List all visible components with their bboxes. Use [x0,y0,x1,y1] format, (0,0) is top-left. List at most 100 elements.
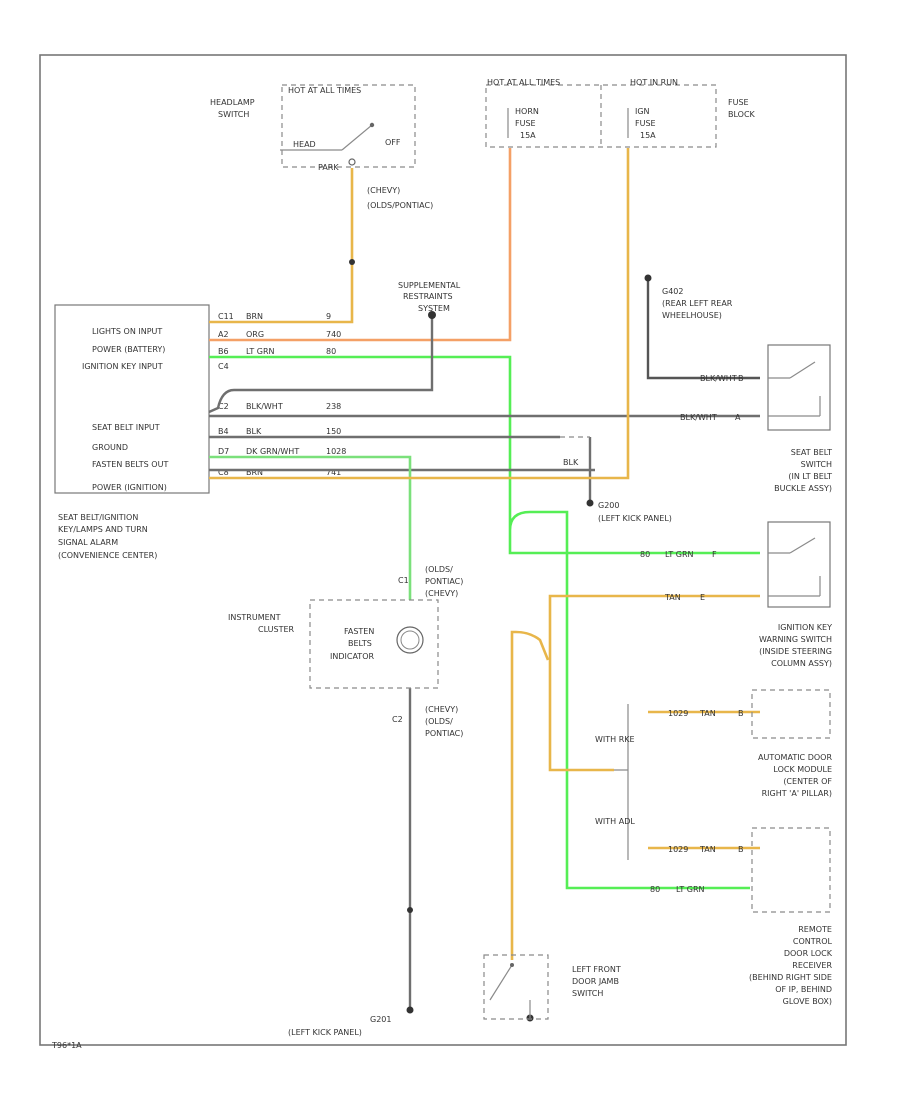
svg-text:SIGNAL ALARM: SIGNAL ALARM [58,538,118,547]
svg-text:WITH ADL: WITH ADL [595,817,635,826]
svg-text:G200: G200 [598,501,619,510]
module-pin-label: FASTEN BELTS OUT [92,460,168,469]
svg-text:A: A [735,413,741,422]
wire-brn-741 [209,148,630,480]
svg-text:TAN: TAN [699,845,716,854]
adl-caption-line: AUTOMATIC DOOR [758,753,832,762]
svg-text:(CHEVY): (CHEVY) [425,589,458,598]
svg-text:CLUSTER: CLUSTER [258,625,295,634]
wire-color-label: BRN [246,312,263,321]
svg-text:15A: 15A [640,131,656,140]
svg-text:HEADLAMP: HEADLAMP [210,98,255,107]
module-pin-id: D7 [218,447,229,456]
svg-text:1029: 1029 [668,845,688,854]
svg-text:G201: G201 [370,1015,391,1024]
svg-text:(CONVENIENCE CENTER): (CONVENIENCE CENTER) [58,551,157,560]
sb-caption-line: SEAT BELT [791,448,832,457]
svg-text:B: B [738,374,744,383]
wire-lt-grn-f [508,530,760,555]
door-caption-line: SWITCH [572,989,603,998]
svg-text:FASTEN: FASTEN [344,627,374,636]
svg-text:HOT IN RUN: HOT IN RUN [630,78,678,87]
rke-caption-line: OF IP, BEHIND [775,985,832,994]
svg-text:SWITCH: SWITCH [218,110,249,119]
svg-text:F: F [712,550,717,559]
adl-caption-line: RIGHT 'A' PILLAR) [762,789,832,798]
svg-text:BLK/WHT: BLK/WHT [680,413,717,422]
door-caption-line: LEFT FRONT [572,965,621,974]
module-pin-id: C11 [218,312,234,321]
svg-text:G402: G402 [662,287,683,296]
svg-text:PONTIAC): PONTIAC) [425,577,463,586]
seat-belt-switch: BLK/WHT B BLK/WHT A [680,344,831,431]
svg-text:HOT AT ALL TIMES: HOT AT ALL TIMES [288,86,361,95]
rke-caption-line: RECEIVER [792,961,832,970]
instrument-cluster: FASTEN BELTS INDICATOR INSTRUMENT CLUSTE… [228,565,463,738]
module-pin-id: C8 [218,468,229,477]
svg-text:RESTRAINTS: RESTRAINTS [403,292,453,301]
svg-text:WHEELHOUSE): WHEELHOUSE) [662,311,722,320]
sb-caption-line: (IN LT BELT [788,472,832,481]
svg-text:PONTIAC): PONTIAC) [425,729,463,738]
svg-text:HEAD: HEAD [293,140,316,149]
wire-lt-grn-80 [209,355,750,890]
svg-text:C2: C2 [392,715,403,724]
svg-text:80: 80 [640,550,650,559]
svg-text:1029: 1029 [668,709,688,718]
circuit-number-label: 1028 [326,447,346,456]
svg-text:HORN: HORN [515,107,539,116]
svg-text:SYSTEM: SYSTEM [418,304,450,313]
circuit-number-label: 740 [326,330,341,339]
sb-caption-line: BUCKLE ASSY) [774,484,832,493]
svg-text:E: E [700,593,705,602]
svg-text:B: B [738,709,744,718]
svg-text:80: 80 [650,885,660,894]
ignition-key-warning-switch: 80 LT GRN F TAN E [640,521,831,608]
svg-text:15A: 15A [520,131,536,140]
adl-caption-line: (CENTER OF [783,777,832,786]
rke-receiver-box [751,827,831,913]
svg-text:(OLDS/: (OLDS/ [425,565,453,574]
svg-text:FUSE: FUSE [515,119,536,128]
sb-caption-line: SWITCH [801,460,832,469]
wire-srs [208,315,434,414]
module-pin-label: POWER (BATTERY) [92,345,165,354]
circuit-number-label: 150 [326,427,341,436]
svg-text:WITH RKE: WITH RKE [595,735,635,744]
diagram-border [39,54,847,1046]
svg-text:PARK: PARK [318,163,339,172]
svg-text:B: B [738,845,744,854]
svg-text:(OLDS/: (OLDS/ [425,717,453,726]
svg-text:(REAR LEFT REAR: (REAR LEFT REAR [662,299,733,308]
rke-caption-line: DOOR LOCK [784,949,833,958]
svg-text:(CHEVY): (CHEVY) [425,705,458,714]
svg-text:FUSE: FUSE [635,119,656,128]
module-pin-label: GROUND [92,443,128,452]
door-jamb-switch [483,954,549,1020]
circuit-number-label: 741 [326,468,341,477]
svg-text:TAN: TAN [699,709,716,718]
svg-text:INSTRUMENT: INSTRUMENT [228,613,281,622]
fuse-block: HOT AT ALL TIMES HOT IN RUN HORN FUSE 15… [485,78,756,148]
adl-module-box [751,689,831,739]
wire-color-label: ORG [246,330,264,339]
ign-caption-line: WARNING SWITCH [759,635,832,644]
svg-text:(LEFT KICK PANEL): (LEFT KICK PANEL) [288,1028,362,1037]
svg-text:BLOCK: BLOCK [728,110,756,119]
circuit-number-label: 238 [326,402,341,411]
svg-text:(LEFT KICK PANEL): (LEFT KICK PANEL) [598,514,672,523]
ign-caption-line: COLUMN ASSY) [771,659,832,668]
svg-text:IGN: IGN [635,107,650,116]
svg-text:BLK: BLK [563,458,579,467]
svg-text:LT GRN: LT GRN [676,885,705,894]
module-pin-id: A2 [218,330,229,339]
svg-text:(OLDS/PONTIAC): (OLDS/PONTIAC) [367,201,433,210]
wire-brn-9 [209,168,354,324]
wire-tan-ign [548,594,760,772]
svg-text:SEAT BELT/IGNITION: SEAT BELT/IGNITION [58,513,138,522]
wire-color-label: DK GRN/WHT [246,447,299,456]
module-pin-label: LIGHTS ON INPUT [92,327,162,336]
wire-color-label: LT GRN [246,347,275,356]
wire-dk-grn-wht-1028 [209,455,412,600]
